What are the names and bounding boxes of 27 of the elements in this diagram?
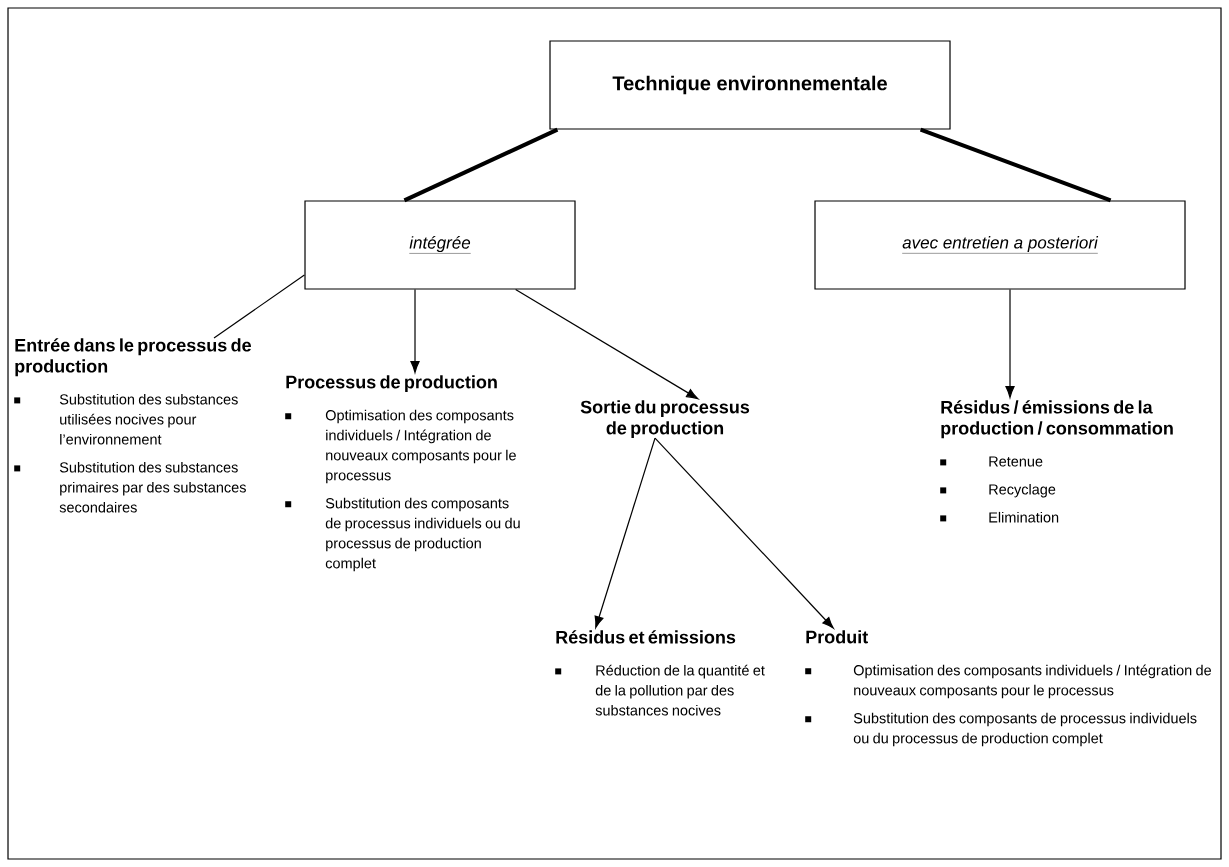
category-box: avec entretien a posteriori — [814, 200, 1186, 290]
heading: Résidus / émissions de la production / consommation — [941, 400, 1173, 439]
heading: Sortie du processus de production — [580, 400, 750, 438]
arrow — [594, 437, 656, 629]
heading: Processus de production — [286, 375, 497, 392]
category-box: intégrée — [304, 200, 576, 290]
bullet-item: Substitution des composants de processus individuels ou du processus de production complet — [285, 497, 520, 572]
heading: Produit — [806, 630, 868, 644]
bullet-item: Elimination — [940, 511, 1059, 523]
arrow — [1005, 289, 1015, 398]
heading: Résidus et émissions — [556, 630, 736, 644]
bullet-item: Recyclage — [940, 483, 1056, 498]
bullet-item: Substitution des composants de processus individuels ou du processus de production complet — [805, 712, 1197, 747]
arrow — [515, 289, 699, 400]
arrow — [654, 437, 834, 629]
title-box: Technique environnementale — [549, 40, 951, 130]
bullet-item: Substitution des substances utilisées nocives pour l’environnement — [14, 393, 238, 445]
bullet-item: Retenue — [940, 456, 1043, 467]
connector-line — [403, 127, 559, 203]
arrow — [410, 289, 420, 373]
bullet-item: Optimisation des composants individuels / Intégration de nouveaux composants pour le processus — [805, 664, 1211, 699]
connector-line — [213, 274, 305, 339]
bullet-item: Réduction de la quantité et de la pollution par des substances nocives — [555, 664, 765, 716]
bullet-item: Substitution des substances primaires par des substances secondaires — [14, 461, 246, 513]
connector-line — [919, 127, 1112, 203]
heading: Entrée dans le processus de production — [15, 338, 251, 377]
bullet-item: Optimisation des composants individuels / Intégration de nouveaux composants pour le processus — [285, 409, 516, 484]
